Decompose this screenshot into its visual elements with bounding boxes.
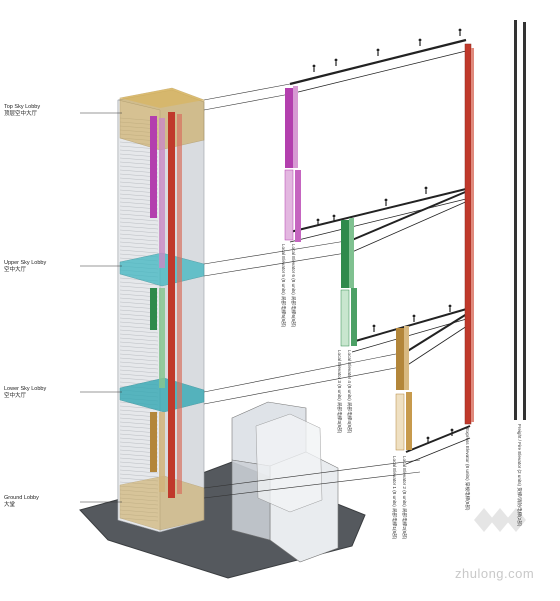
floor-line [119,345,159,350]
person-head [426,436,430,440]
lobby-name: Ground Lobby [4,495,39,501]
local-elevator-2-label: Local Elevator 2 (8 units) 局部电梯2(8部) [402,456,407,540]
label-leaders [80,112,122,503]
tower-elevator-shafts [150,112,182,498]
top-exploded-frame [289,38,471,243]
ground-lobby-label: Ground Lobby 大堂 [4,495,39,509]
low-exploded-frame [405,311,471,465]
local-elevator-2 [395,392,412,451]
local-elevator-3-label: Local Elevator 3 (8 units) 局部电梯3(8部) [337,350,342,434]
floor-line [119,241,159,246]
person-head [312,64,316,68]
express-elevator-label: Express Elevator (8 units) 穿梭电梯(8部) [465,428,470,511]
floor-line [119,245,159,250]
floor-line [119,473,159,478]
floor-line [119,365,159,370]
floor-line [119,329,159,334]
local-elevator-4 [340,288,357,347]
local-elevator-1 [396,326,409,390]
floor-line [119,357,159,362]
local-elevator-3 [341,218,354,288]
lobby-name: Top Sky Lobby [4,104,41,110]
floor-line [119,225,159,230]
person-head [372,324,376,328]
lower-sky-lobby-label: Lower Sky Lobby 空中大厅 [4,386,46,400]
freight-fire-elevator [514,20,526,420]
lobby-name-cn: 大堂 [4,502,16,508]
local-elevator-4-label: Local Elevator 4 (8 units) 局部电梯4(8部) [347,350,352,434]
floor-line [119,249,159,254]
watermark-logo [474,508,526,532]
lobby-name-cn: 顶层空中大厅 [4,111,38,117]
person-head [334,58,338,62]
floor-line [119,237,159,242]
person-head [458,28,462,32]
floor-line [119,361,159,366]
local-elevator-6-label: Local Elevator 6 (8 units) 局部电梯6(8部) [291,244,296,328]
person-head [376,48,380,52]
floor-line [119,369,159,374]
floor-line [119,353,159,358]
lobby-name: Lower Sky Lobby [4,386,47,392]
floor-line [119,217,159,222]
floor-line [119,377,159,382]
lobby-name-cn: 空中大厅 [4,393,27,399]
connector-lines [203,83,421,499]
person-head [450,428,454,432]
podium-glass-block [231,401,339,563]
local-elevator-6 [284,169,301,242]
person-head [332,214,336,218]
floor-line [119,373,159,378]
floor-line [119,349,159,354]
floor-line [119,337,159,342]
floor-line [119,341,159,346]
person-head [418,38,422,42]
floor-line [119,233,159,238]
person-head [448,304,452,308]
person-head [384,198,388,202]
top-sky-lobby-label: Top Sky Lobby 顶层空中大厅 [4,104,40,118]
floor-line [119,221,159,226]
person-head [316,218,320,222]
local-elevator-5 [285,86,298,168]
floor-line [119,469,159,474]
lobby-name-cn: 空中大厅 [4,267,27,273]
local-elevator-5-label: Local Elevator 5 (8 units) 局部电梯5(8部) [281,244,286,328]
people-figures [312,28,462,444]
mid-exploded-frame [351,189,471,353]
freight-fire-elevator-label: Freight / Fire Elevator (2 units) 货梯/消防电… [517,424,522,527]
floor-line [119,229,159,234]
floor-line [119,281,159,286]
lobby-name: Upper Sky Lobby [4,260,47,266]
floor-line [119,333,159,338]
person-head [424,186,428,190]
local-elevator-1-label: Local Elevator 1 (8 units) 局部电梯1(8部) [392,456,397,540]
upper-sky-lobby-label: Upper Sky Lobby 空中大厅 [4,260,46,274]
express-elevator-column [464,43,474,425]
person-head [412,314,416,318]
watermark-text: zhulong.com [455,566,535,581]
